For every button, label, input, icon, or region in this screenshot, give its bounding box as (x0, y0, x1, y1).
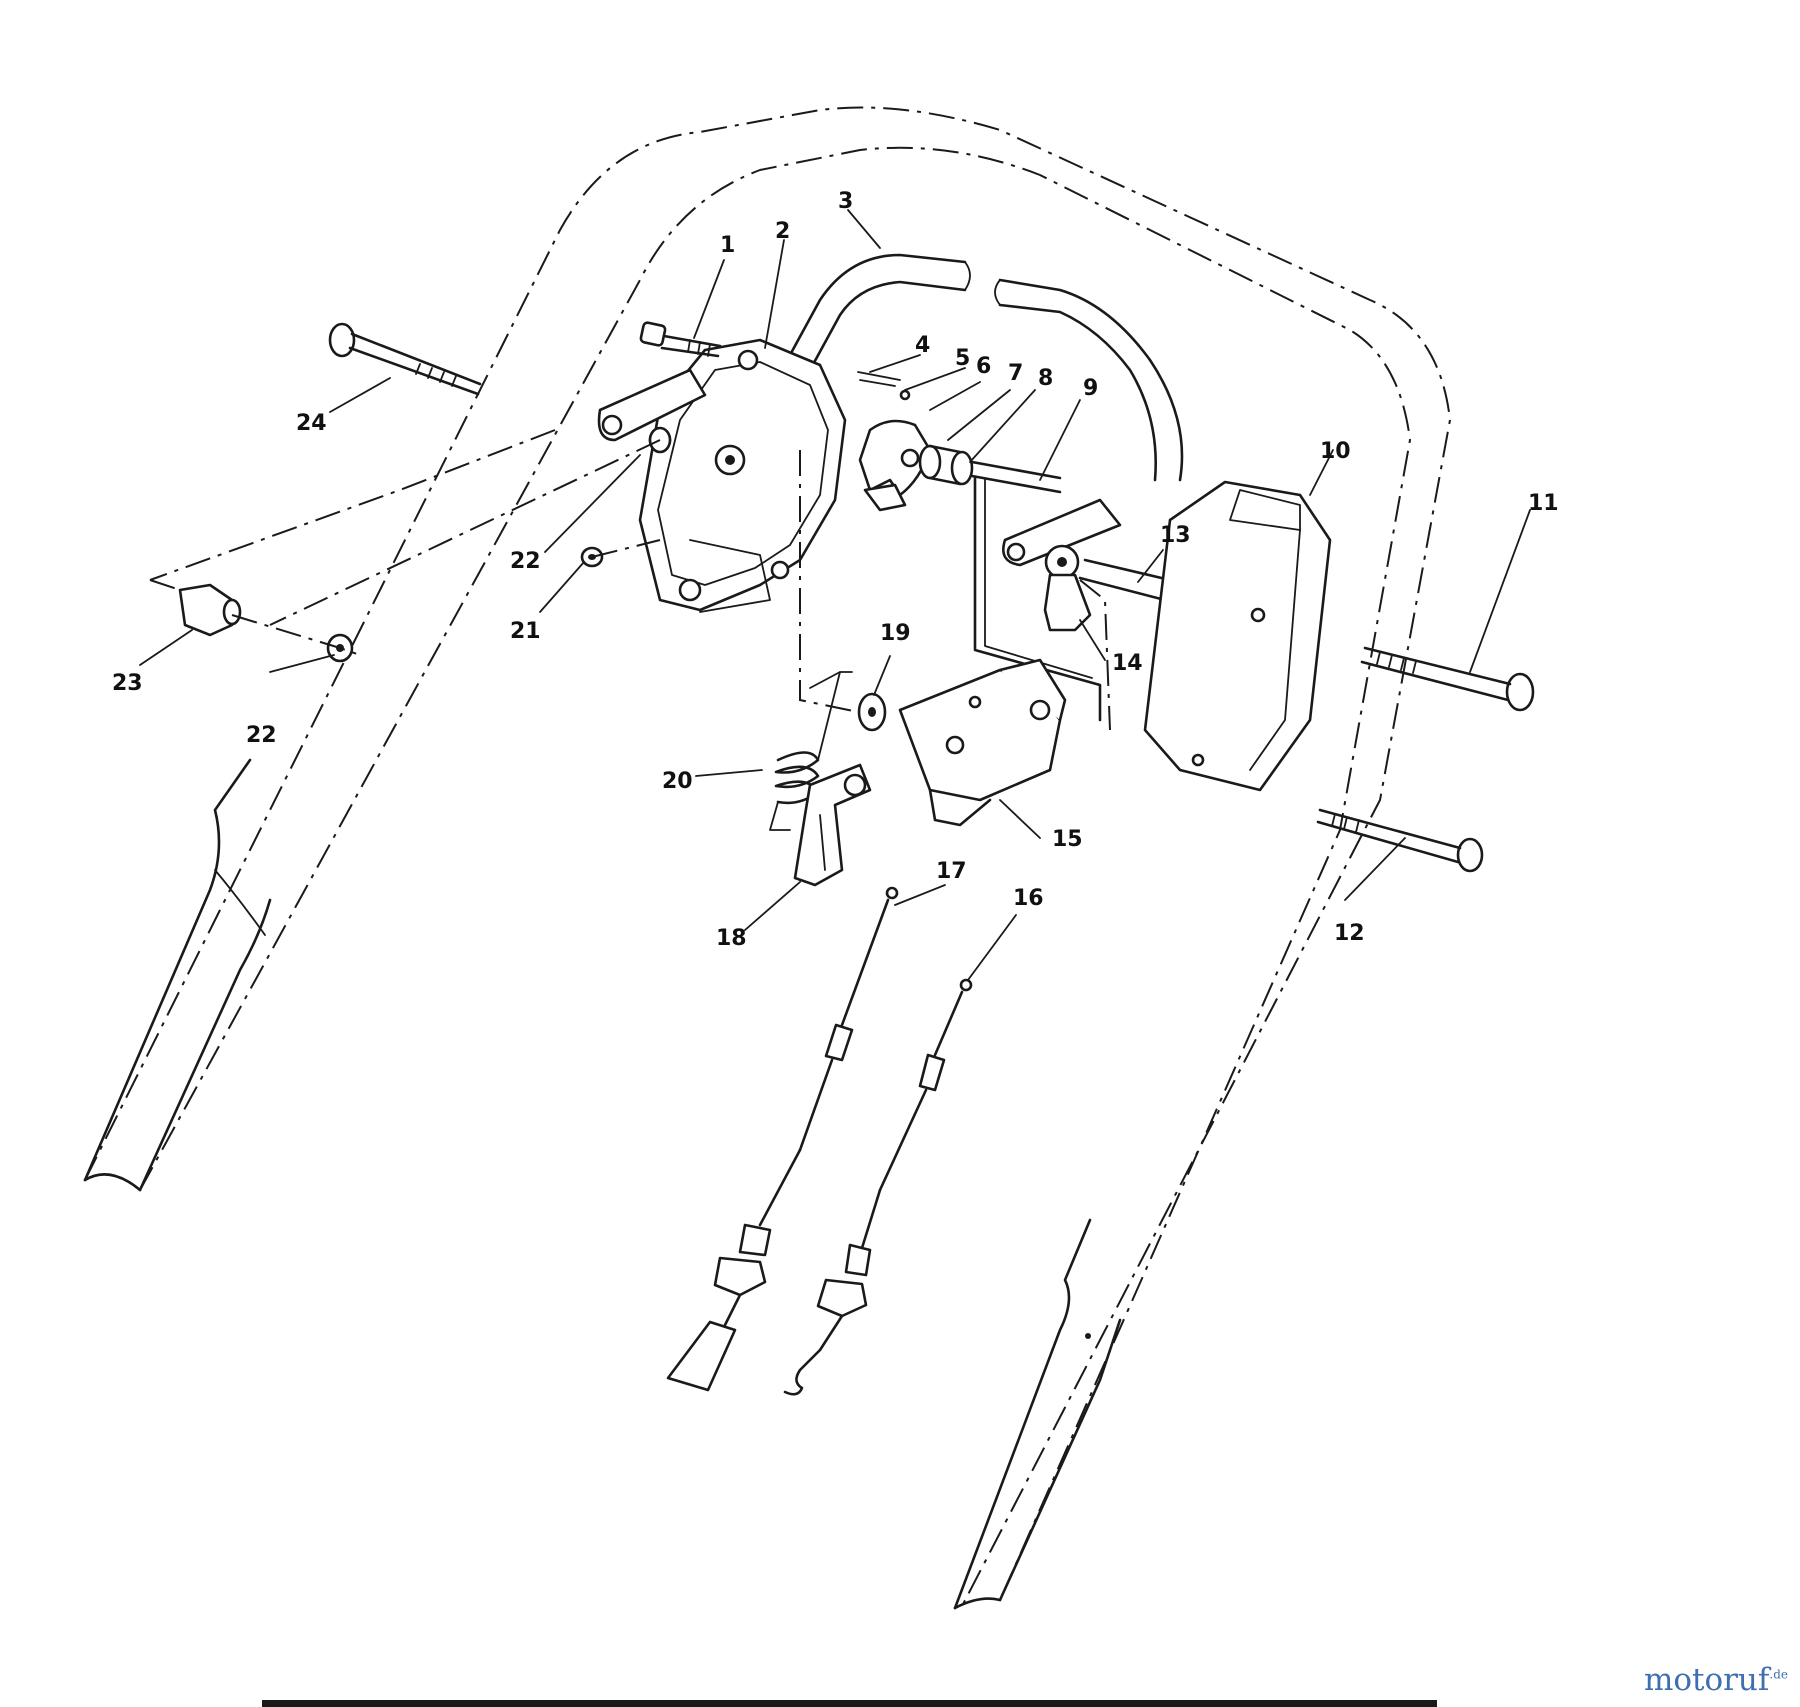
cropped-heading-fragment (262, 1700, 1437, 1707)
lever-18 (793, 763, 872, 887)
callout-16: 16 (1013, 886, 1044, 911)
assembly-lines (149, 429, 1111, 731)
cable-17 (666, 886, 899, 1392)
left-control-housing (638, 338, 847, 613)
right-cover (1143, 480, 1332, 792)
bushing-23 (178, 583, 242, 637)
spacer-and-shaft (918, 444, 1062, 494)
callout-14: 14 (1112, 651, 1143, 676)
cam-assembly (857, 371, 932, 512)
latch-14 (1043, 544, 1092, 632)
watermark-logo: motoruf.de (1643, 1662, 1788, 1698)
washer-19 (857, 692, 887, 732)
bracket-15 (898, 658, 1067, 827)
callout-12: 12 (1334, 921, 1365, 946)
callout-15: 15 (1052, 827, 1083, 852)
bolt-1 (639, 321, 722, 358)
callout-3: 3 (838, 189, 853, 214)
callout-7: 7 (1008, 361, 1023, 386)
callout-23: 23 (112, 671, 143, 696)
callout-17: 17 (936, 859, 967, 884)
callout-1: 1 (720, 233, 735, 258)
callout-24: 24 (296, 411, 327, 436)
carriage-bolt-11 (1360, 646, 1535, 712)
callout-2: 2 (775, 219, 790, 244)
carriage-bolt-12 (1316, 808, 1484, 873)
callout-22-upper: 22 (510, 549, 541, 574)
handle-tube-phantom (84, 106, 1452, 1611)
callout-13: 13 (1160, 523, 1191, 548)
carriage-bolt-24 (328, 322, 482, 396)
callout-5: 5 (955, 346, 970, 371)
callout-19: 19 (880, 621, 911, 646)
callout-9: 9 (1083, 376, 1098, 401)
callout-labels: 1 2 3 4 5 6 7 8 9 10 11 12 13 14 15 16 1… (112, 189, 1559, 951)
callout-8: 8 (1038, 366, 1053, 391)
lower-left-tube (83, 758, 272, 1192)
cable-16 (783, 978, 973, 1396)
leader-lines (139, 209, 1531, 981)
control-bail (788, 253, 1184, 482)
lower-right-tube (953, 1218, 1122, 1610)
callout-18: 18 (716, 926, 747, 951)
callout-4: 4 (915, 333, 930, 358)
callout-6: 6 (976, 354, 991, 379)
callout-11: 11 (1528, 491, 1559, 516)
callout-22-lower: 22 (246, 723, 277, 748)
callout-20: 20 (662, 769, 693, 794)
callout-21: 21 (510, 619, 541, 644)
callout-10: 10 (1320, 439, 1351, 464)
